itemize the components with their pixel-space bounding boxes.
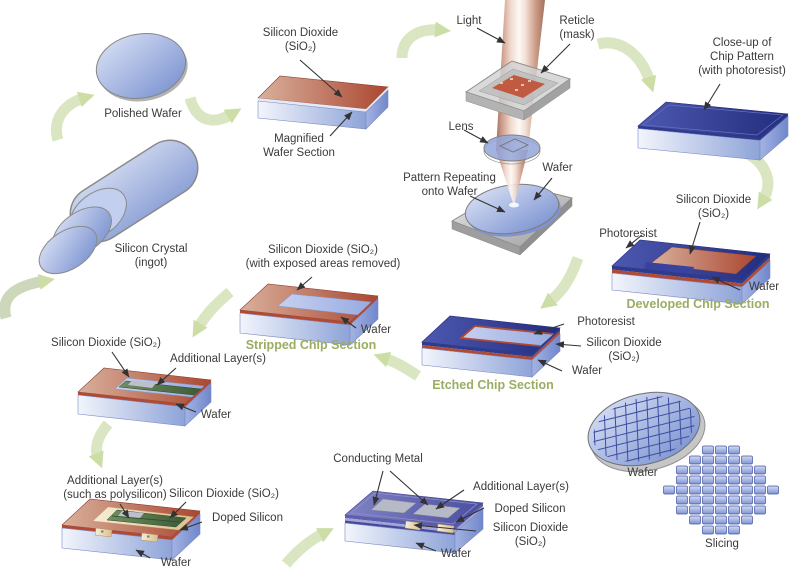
label-doped-wafer: Wafer (160, 557, 192, 569)
label-metal-additional: Additional Layer(s) (473, 481, 569, 493)
caption-stripped: Stripped Chip Section (245, 338, 377, 352)
label-etched-oxide: Silicon Dioxide (SiO₂) (586, 337, 662, 364)
label-metal-wafer: Wafer (440, 548, 472, 560)
label-slicing: Slicing (705, 538, 739, 550)
etched-chip-graphic (421, 315, 561, 378)
label-reticle: Reticle (mask) (559, 15, 595, 42)
lens-graphic (483, 134, 541, 165)
lithography-graphic (450, 0, 574, 256)
metal-chip-graphic (344, 490, 484, 554)
label-developed-photoresist: Photoresist (599, 228, 657, 240)
label-stripped-wafer: Wafer (360, 324, 392, 336)
polished-wafer-graphic (95, 33, 188, 102)
developed-chip-graphic (611, 239, 771, 305)
closeup-chip-graphic (637, 101, 789, 161)
label-metal-oxide: Silicon Dioxide (SiO₂) (492, 522, 569, 549)
label-doped-oxide: Silicon Dioxide (SiO₂) (169, 488, 279, 500)
flow-arrow-litho-to-closeup (596, 37, 657, 93)
label-developed-oxide: Silicon Dioxide (SiO₂) (675, 194, 752, 221)
flow-arrow-corner-to-ingot (0, 274, 55, 320)
caption-developed: Developed Chip Section (626, 297, 770, 311)
flow-arrow-ingot-to-polished (51, 91, 95, 142)
layered-chip-graphic (77, 367, 212, 427)
label-magnified-section: Magnified Wafer Section (263, 133, 335, 160)
label-magnified-oxide: Silicon Dioxide (SiO₂) (262, 27, 339, 54)
label-finished-wafer: Wafer (627, 467, 658, 479)
magnified-wafer-graphic (257, 75, 389, 130)
flow-arrow-developed-to-etched (540, 256, 584, 309)
flow-arrow-magnified-to-litho (396, 21, 451, 59)
patterned-wafer-graphic (586, 386, 706, 473)
label-developed-wafer: Wafer (748, 281, 780, 293)
label-etched-wafer: Wafer (571, 365, 603, 377)
label-layered-additional: Additional Layer(s) (170, 353, 266, 365)
flow-arrow-stripped-to-layered (192, 287, 234, 338)
label-ingot: Silicon Crystal (ingot) (114, 243, 188, 270)
label-stripped-oxide: Silicon Dioxide (SiO₂) (with exposed are… (245, 244, 401, 271)
label-layered-oxide: Silicon Dioxide (SiO₂) (51, 337, 161, 349)
label-light: Light (456, 15, 482, 27)
label-layered-wafer: Wafer (200, 409, 232, 421)
label-metal-doped: Doped Silicon (494, 503, 566, 515)
flow-arrow-polished-to-magnified (184, 96, 242, 126)
flow-arrow-etched-to-stripped (373, 351, 422, 381)
label-conducting-metal: Conducting Metal (333, 453, 423, 465)
label-litho-wafer: Wafer (542, 162, 573, 174)
label-doped-additional: Additional Layer(s) (such as polysilicon… (63, 475, 167, 502)
leader-arrows (111, 27, 741, 559)
label-etched-photoresist: Photoresist (577, 316, 635, 328)
doped-chip-graphic (61, 498, 201, 561)
label-doped-silicon: Doped Silicon (212, 512, 283, 524)
caption-etched: Etched Chip Section (432, 378, 554, 392)
silicon-ingot-graphic (38, 139, 199, 275)
label-polished-wafer: Polished Wafer (104, 108, 182, 120)
sliced-chips-graphic (663, 445, 779, 535)
flow-arrow-layered-to-doped (88, 420, 113, 469)
flow-arrow-doped-to-metal (281, 528, 334, 568)
label-lens: Lens (448, 121, 474, 133)
label-pattern-repeating: Pattern Repeating onto Wafer (403, 172, 496, 199)
reticle-graphic (464, 60, 572, 121)
flow-arrows (0, 21, 774, 568)
label-closeup: Close-up of Chip Pattern (with photoresi… (698, 37, 786, 78)
stripped-chip-graphic (239, 283, 379, 346)
